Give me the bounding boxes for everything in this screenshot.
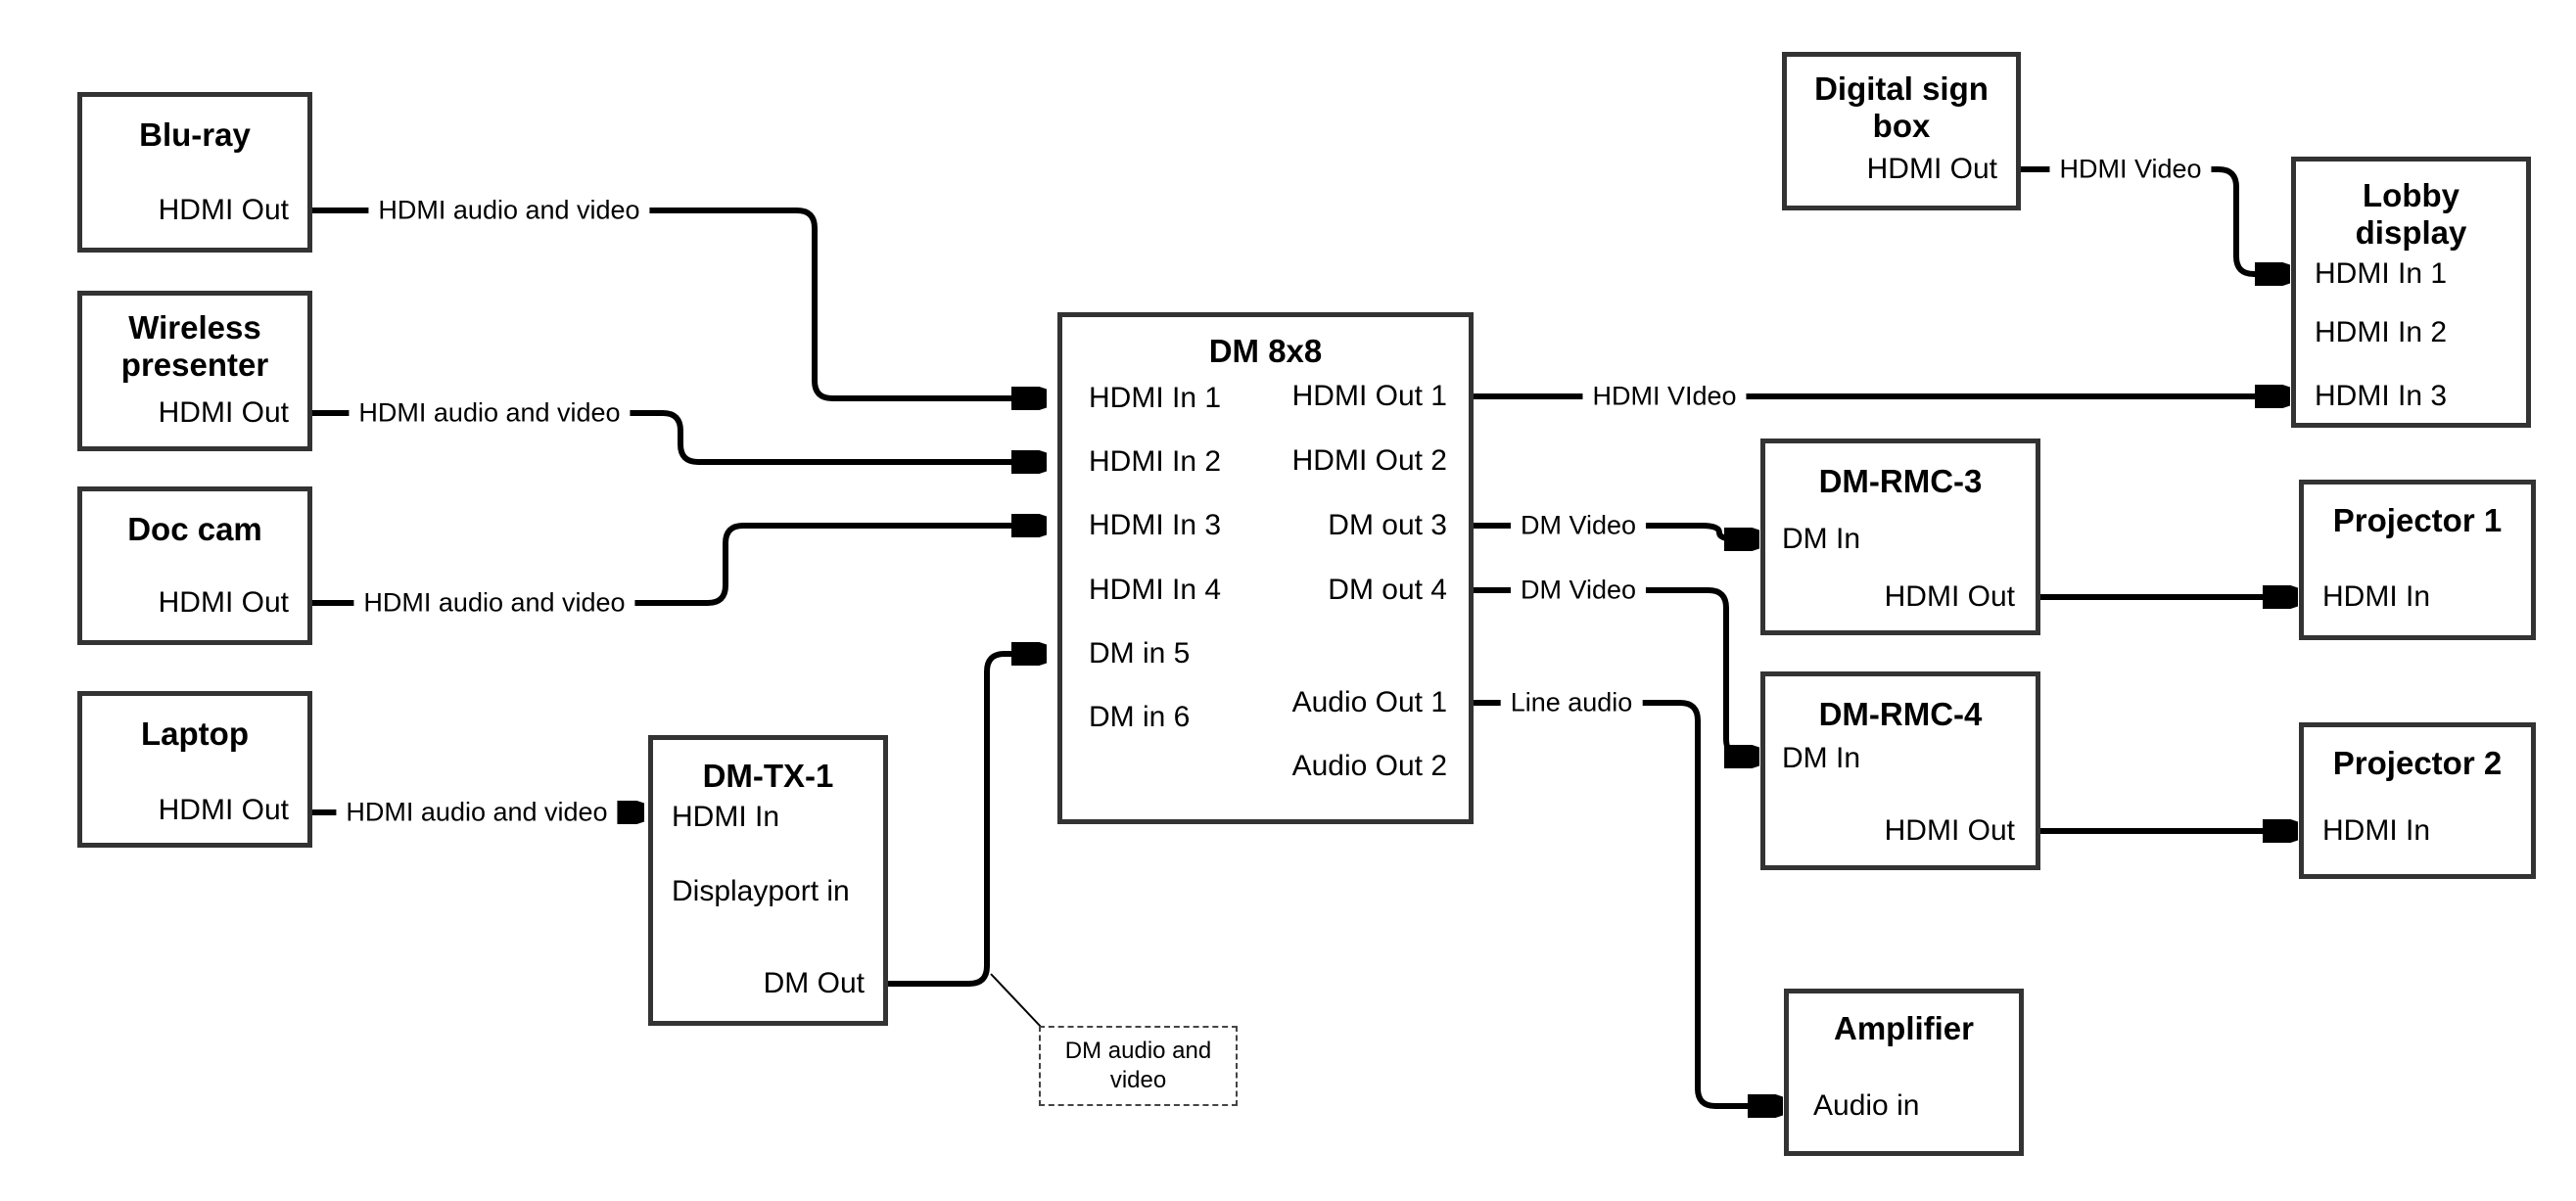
device-title: DM 8x8 — [1208, 333, 1323, 369]
device-box-dm-tx-1: DM-TX-1 — [648, 735, 888, 1026]
port-lobby-hdmi-in-3: HDMI In 3 — [2315, 380, 2448, 412]
port-dm8x8-audio-out-1: Audio Out 1 — [1291, 686, 1447, 718]
device-title: Amplifier — [1833, 1010, 1975, 1046]
device-title: DM-TX-1 — [702, 758, 834, 794]
port-dm8x8-dm-out-3: DM out 3 — [1328, 509, 1447, 541]
device-box-wireless-presenter: Wireless presenter — [77, 291, 312, 451]
device-box-dm-rmc-4: DM-RMC-4 — [1760, 671, 2040, 870]
port-wireless-hdmi-out: HDMI Out — [158, 396, 289, 429]
port-bluray-hdmi-out: HDMI Out — [158, 194, 289, 226]
device-title: Laptop — [141, 716, 249, 752]
device-box-lobby-display: Lobby display — [2291, 157, 2531, 428]
wire-dm8x8-out3-to-rmc3 — [1474, 523, 1756, 539]
wire-dmtx1-to-dm8x8-in5 — [888, 654, 1044, 987]
annotation-note-box: DM audio and video — [1039, 1026, 1238, 1106]
device-box-projector-1: Projector 1 — [2299, 480, 2536, 640]
port-dm8x8-audio-out-2: Audio Out 2 — [1291, 750, 1447, 782]
port-dm8x8-hdmi-out-2: HDMI Out 2 — [1291, 444, 1447, 477]
wire-label-hdmi-out-1: HDMI VIdeo — [1582, 380, 1747, 413]
device-title: Blu-ray — [139, 116, 251, 153]
port-digitalsign-hdmi-out: HDMI Out — [1866, 153, 1997, 185]
wire-dm8x8-aout1-to-amp — [1474, 700, 1780, 1106]
wire-label-bluray: HDMI audio and video — [368, 194, 650, 227]
port-dm8x8-dm-out-4: DM out 4 — [1328, 574, 1447, 606]
device-box-laptop: Laptop — [77, 691, 312, 848]
device-title: DM-RMC-4 — [1818, 696, 1983, 732]
port-dmtx1-dm-out: DM Out — [763, 967, 865, 999]
device-title: DM-RMC-3 — [1818, 463, 1983, 499]
device-box-dm-8x8: DM 8x8 — [1057, 312, 1474, 824]
port-dmtx1-hdmi-in: HDMI In — [672, 801, 780, 833]
port-dm8x8-hdmi-in-3: HDMI In 3 — [1089, 509, 1222, 541]
device-title: Wireless presenter — [120, 309, 269, 384]
port-lobby-hdmi-in-2: HDMI In 2 — [2315, 316, 2448, 348]
wire-dm8x8-out4-to-rmc4 — [1474, 587, 1756, 757]
device-title: Digital sign box — [1814, 70, 1989, 145]
port-rmc4-hdmi-out: HDMI Out — [1884, 814, 2015, 847]
port-dm8x8-hdmi-out-1: HDMI Out 1 — [1291, 380, 1447, 412]
port-proj2-hdmi-in: HDMI In — [2322, 814, 2431, 847]
device-title: Lobby display — [2355, 177, 2467, 252]
port-dm8x8-dm-in-6: DM in 6 — [1089, 701, 1191, 733]
port-proj1-hdmi-in: HDMI In — [2322, 580, 2431, 613]
port-dm8x8-hdmi-in-1: HDMI In 1 — [1089, 382, 1222, 414]
port-lobby-hdmi-in-1: HDMI In 1 — [2315, 257, 2448, 290]
device-box-projector-2: Projector 2 — [2299, 722, 2536, 879]
note-leader-line — [990, 973, 1043, 1029]
annotation-note-text: DM audio and video — [1064, 1038, 1212, 1093]
port-dmtx1-displayport-in: Displayport in — [672, 875, 850, 907]
device-box-blu-ray: Blu-ray — [77, 92, 312, 253]
wire-label-digitalsign: HDMI Video — [2049, 153, 2212, 186]
wire-label-audio-out-1: Line audio — [1500, 686, 1643, 719]
wire-label-doccam: HDMI audio and video — [353, 586, 635, 620]
port-rmc4-dm-in: DM In — [1782, 742, 1861, 774]
wire-doccam-to-dm8x8-in3 — [312, 526, 1044, 606]
wire-label-dm-out-3: DM Video — [1510, 509, 1647, 542]
port-dm8x8-hdmi-in-4: HDMI In 4 — [1089, 574, 1222, 606]
wire-bluray-to-dm8x8-in1 — [312, 208, 1044, 398]
device-title: Projector 2 — [2332, 745, 2503, 781]
wire-label-dm-out-4: DM Video — [1510, 574, 1647, 607]
port-rmc3-dm-in: DM In — [1782, 523, 1861, 555]
device-box-doc-cam: Doc cam — [77, 486, 312, 645]
port-amp-audio-in: Audio in — [1813, 1089, 1920, 1122]
port-dm8x8-dm-in-5: DM in 5 — [1089, 637, 1191, 670]
port-dm8x8-hdmi-in-2: HDMI In 2 — [1089, 445, 1222, 478]
wire-label-wireless: HDMI audio and video — [349, 396, 631, 430]
device-box-dm-rmc-3: DM-RMC-3 — [1760, 439, 2040, 635]
device-title: Projector 1 — [2332, 502, 2503, 538]
wire-wireless-to-dm8x8-in2 — [312, 410, 1044, 462]
device-box-digital-sign-box: Digital sign box — [1782, 52, 2021, 210]
port-laptop-hdmi-out: HDMI Out — [158, 794, 289, 826]
device-title: Doc cam — [127, 511, 262, 547]
port-rmc3-hdmi-out: HDMI Out — [1884, 580, 2015, 613]
port-doccam-hdmi-out: HDMI Out — [158, 586, 289, 619]
device-box-amplifier: Amplifier — [1784, 989, 2024, 1156]
wire-label-laptop: HDMI audio and video — [336, 796, 618, 829]
wire-digitalsign-to-lobby-in1 — [2021, 166, 2287, 274]
